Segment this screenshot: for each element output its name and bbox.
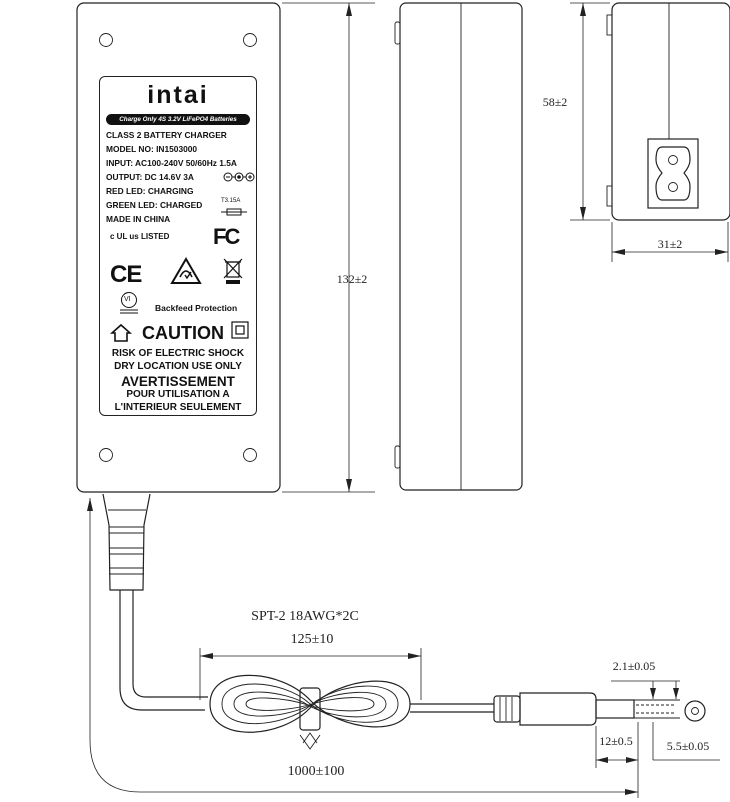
dimension-lines: [87, 2, 729, 798]
dim-width: 58±2: [543, 95, 568, 109]
caution-dry: DRY LOCATION USE ONLY: [114, 361, 242, 372]
charger-front-view: [76, 2, 281, 493]
battery-banner: Charge Only 4S 3.2V LiFePO4 Batteries: [106, 114, 250, 125]
weee-bin-icon: [223, 258, 243, 284]
ce-mark: CE: [110, 261, 142, 288]
spec-red-led: RED LED: CHARGING: [106, 186, 194, 196]
efficiency-level-icon: [120, 292, 138, 314]
spec-output: OUTPUT: DC 14.6V 3A: [106, 172, 194, 182]
dim-cable-length: 1000±100: [288, 764, 345, 779]
backfeed-protection: Backfeed Protection: [155, 303, 238, 313]
spec-input: INPUT: AC100-240V 50/60Hz 1.5A: [106, 158, 237, 168]
brand-logo: intai: [147, 81, 209, 109]
avertissement-heading: AVERTISSEMENT: [121, 374, 235, 389]
spec-model: MODEL NO: IN1503000: [106, 144, 198, 154]
dim-pin-outer: 5.5±0.05: [667, 739, 710, 753]
dim-pin-inner: 2.1±0.05: [613, 659, 656, 673]
double-insulation-icon: [231, 321, 249, 339]
dimension-labels: 132±2 58±2 31±2 SPT-2 18AWG*2C 125±10 10…: [251, 95, 709, 779]
charger-end-view: [606, 2, 730, 221]
spec-class: CLASS 2 BATTERY CHARGER: [106, 130, 227, 140]
efficiency-level-text: VI: [124, 296, 131, 303]
charger-side-view: [394, 2, 523, 491]
dim-plug-length: 12±0.5: [599, 734, 633, 748]
fuse-rating: T3.15A: [221, 198, 241, 204]
spec-made-in: MADE IN CHINA: [106, 214, 171, 224]
strain-relief: [102, 493, 151, 591]
caution-risk: RISK OF ELECTRIC SHOCK: [111, 348, 245, 359]
fuse-icon: [221, 208, 247, 216]
fc-mark: FC: [213, 224, 240, 249]
polarity-icon: [223, 172, 255, 182]
dim-coil: 125±10: [291, 632, 334, 647]
dc-cable: [119, 590, 494, 750]
product-label: intai Charge Only 4S 3.2V LiFePO4 Batter…: [99, 76, 257, 416]
avertissement-interieur: L'INTERIEUR SEULEMENT: [114, 402, 242, 413]
rcm-mark-icon: [170, 257, 202, 284]
ul-listed-mark: c UL us LISTED: [110, 232, 170, 241]
dim-cable-type: SPT-2 18AWG*2C: [251, 609, 359, 624]
caution-heading: CAUTION: [142, 323, 224, 343]
dc-plug: [493, 692, 706, 726]
spec-green-led: GREEN LED: CHARGED: [106, 200, 203, 210]
dim-length: 132±2: [337, 272, 368, 286]
avertissement-pour: POUR UTILISATION A: [126, 389, 230, 400]
indoor-use-icon: [110, 323, 132, 342]
dim-height: 31±2: [658, 237, 683, 251]
